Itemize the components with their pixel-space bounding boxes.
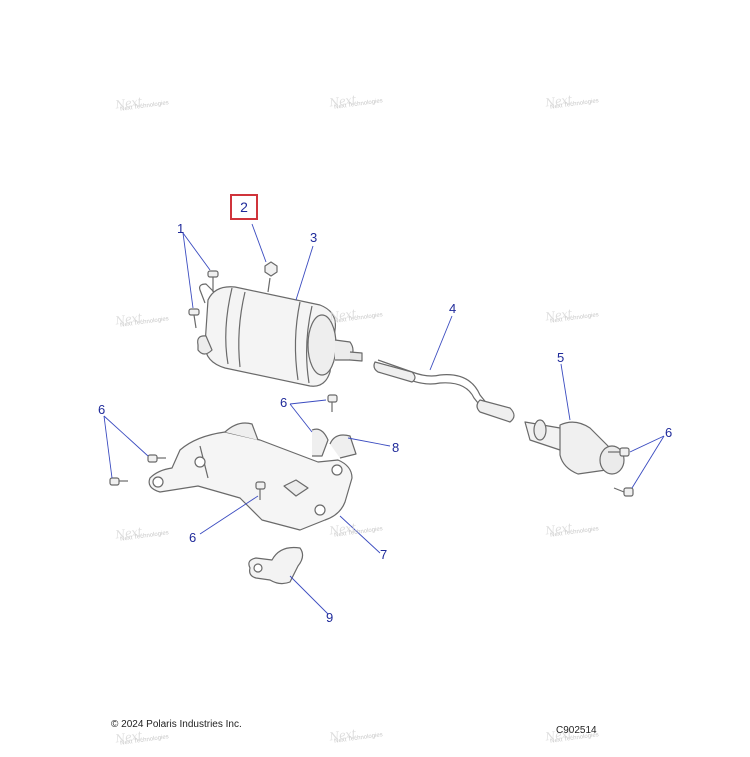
callout-4[interactable]: 4 bbox=[449, 301, 457, 316]
starter-motor bbox=[197, 283, 363, 387]
terminal-nut bbox=[264, 261, 278, 293]
callout-6[interactable]: 6 bbox=[665, 425, 673, 440]
callout-3[interactable]: 3 bbox=[310, 230, 318, 245]
bolt-bracket-left-upper bbox=[147, 454, 166, 463]
bolt-bracket-left-lower bbox=[109, 477, 128, 486]
bolt-bracket-center bbox=[255, 481, 266, 500]
bolt-left bbox=[188, 308, 200, 329]
leader-lines bbox=[103, 223, 665, 615]
bolt-bracket-top bbox=[327, 394, 338, 412]
callout-2-highlighted[interactable]: 2 bbox=[230, 194, 258, 220]
cable-clamp bbox=[248, 546, 304, 585]
callout-6[interactable]: 6 bbox=[280, 395, 288, 410]
callout-9[interactable]: 9 bbox=[326, 610, 334, 625]
callout-1[interactable]: 1 bbox=[177, 221, 185, 236]
bolt-top bbox=[207, 270, 219, 292]
starter-mount-bracket bbox=[148, 422, 357, 531]
bolt-drive-upper bbox=[608, 447, 630, 457]
starter-drive bbox=[524, 419, 625, 475]
bolt-drive-lower bbox=[613, 487, 634, 497]
battery-cable bbox=[373, 359, 515, 423]
callout-8[interactable]: 8 bbox=[392, 440, 400, 455]
copyright-text: © 2024 Polaris Industries Inc. bbox=[111, 719, 242, 730]
figure-code: C902514 bbox=[556, 725, 597, 736]
callout-6[interactable]: 6 bbox=[189, 530, 197, 545]
callout-7[interactable]: 7 bbox=[380, 547, 388, 562]
callout-5[interactable]: 5 bbox=[557, 350, 565, 365]
callout-6[interactable]: 6 bbox=[98, 402, 106, 417]
